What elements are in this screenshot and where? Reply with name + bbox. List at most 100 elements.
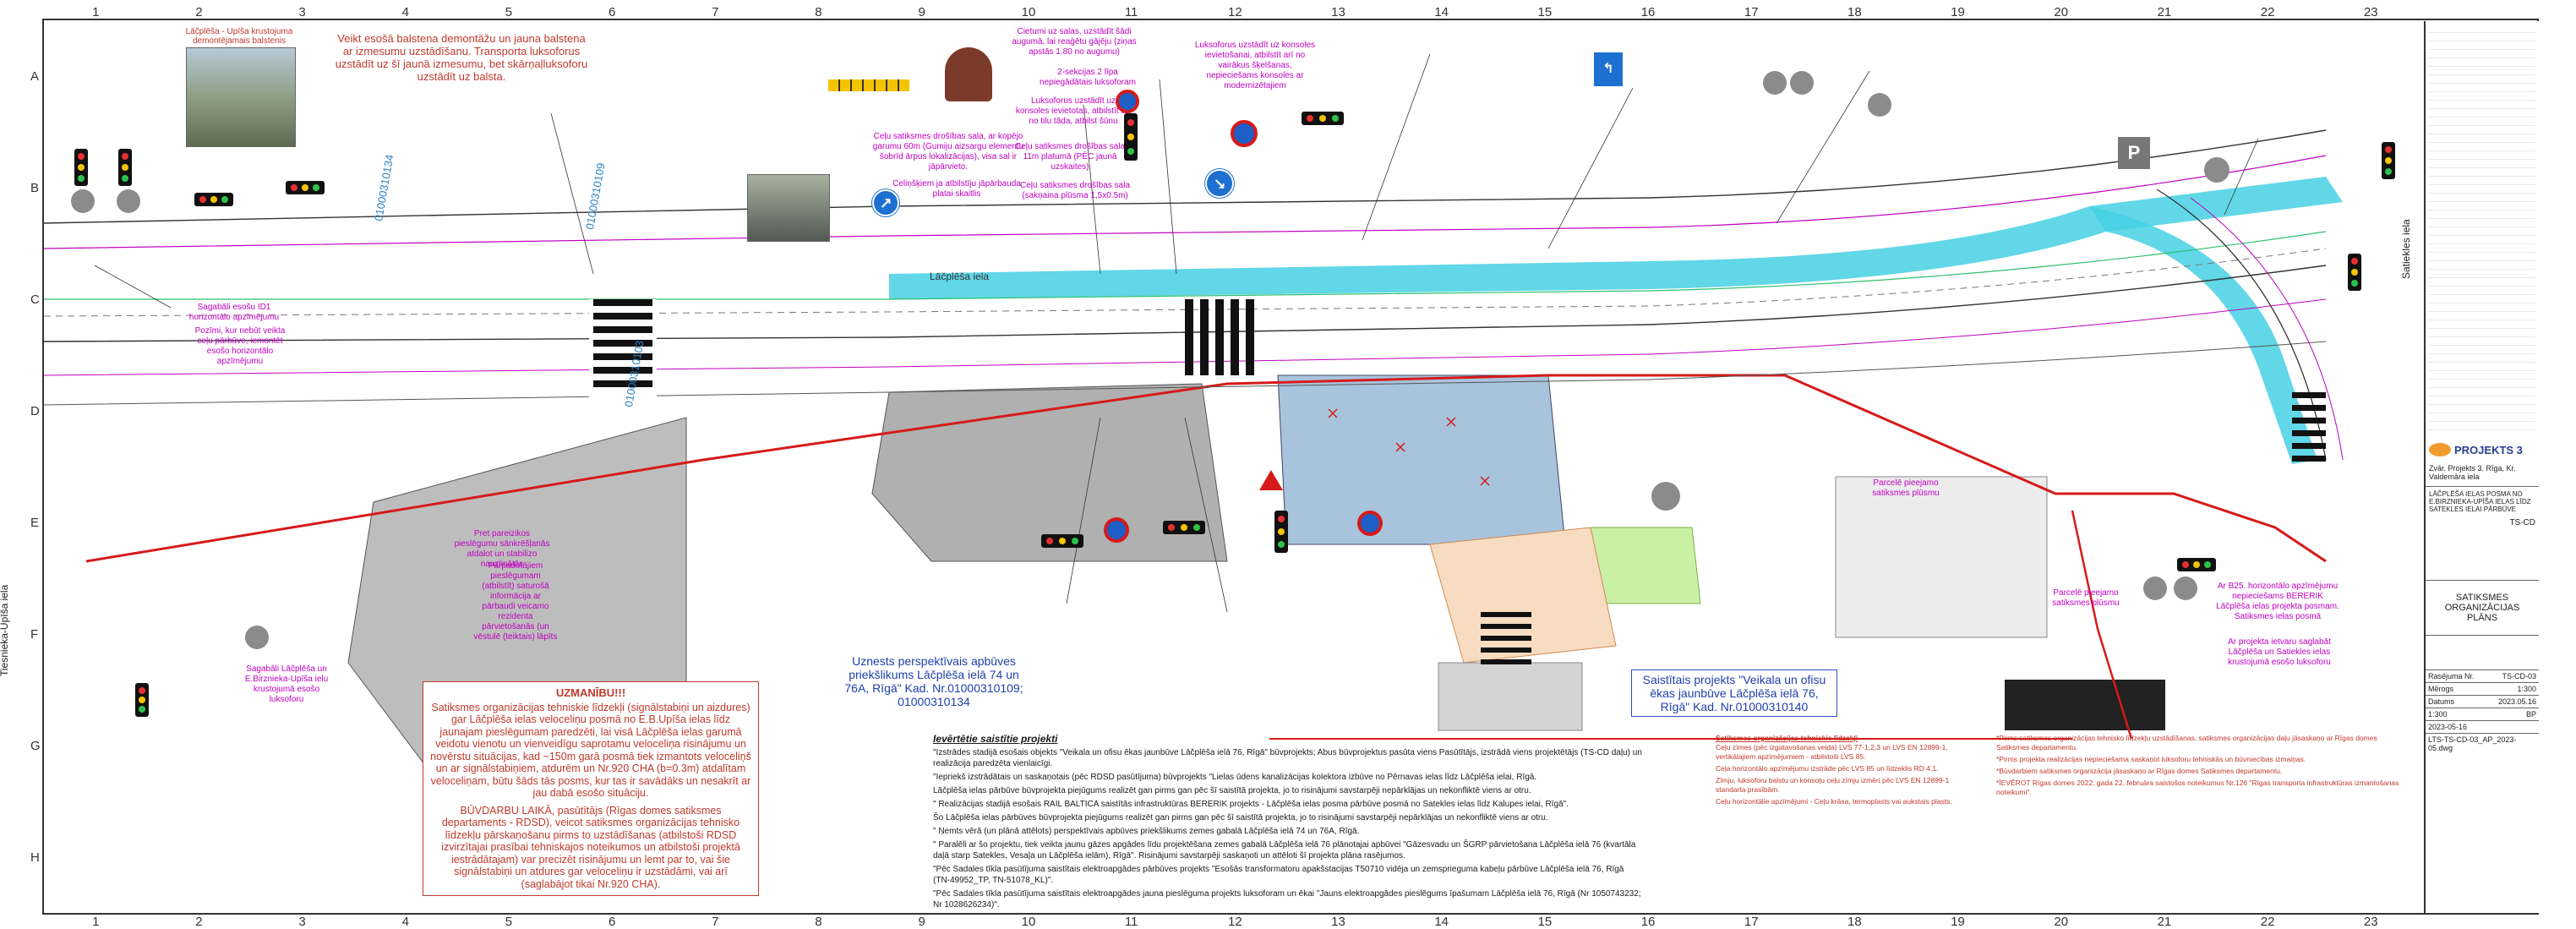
column-label: 4 xyxy=(401,5,409,19)
row-label: H xyxy=(30,850,40,865)
warning-heading: UZMANĪBU!!! xyxy=(555,686,626,699)
road-edge-4 xyxy=(44,265,2327,342)
pole-marker-icon xyxy=(117,189,140,213)
direction-sign-icon: ↗ xyxy=(872,189,899,216)
column-label: 15 xyxy=(1537,915,1553,929)
peds-note-1: Pret pareizikos pieslēgumu sānkrēšļanās … xyxy=(454,529,550,569)
project-box: Saistītais projekts "Veikala un ofisu ēk… xyxy=(1631,669,1837,717)
column-label: 3 xyxy=(298,915,306,929)
traffic-light-icon xyxy=(2177,558,2216,571)
street-left: Tiesnieka-Upīša iela xyxy=(0,584,10,676)
column-label: 13 xyxy=(1331,915,1345,929)
pole-marker-icon xyxy=(1763,71,1787,95)
yield-sign-icon xyxy=(1259,470,1283,490)
property-boundary-2 xyxy=(2071,510,2133,740)
road-edge-6 xyxy=(44,341,2327,406)
perspective-box: Uznests perspektīvais apbūves priekšliku… xyxy=(844,654,1023,708)
callout-3: 2-sekcijas 2 līpa nepiegādātais luksofor… xyxy=(1040,68,1136,87)
curb-right-2 xyxy=(2190,197,2344,461)
column-label: 18 xyxy=(1847,5,1862,19)
row-label: B xyxy=(30,181,40,195)
callout-4: Luksoforus uzstādīt uz konsoles ievietot… xyxy=(1015,96,1132,126)
cyan-lane xyxy=(889,177,2343,299)
title-block-value: TS-CD-03 xyxy=(2502,672,2536,680)
row-label: A xyxy=(30,69,40,84)
row-label: E xyxy=(30,516,40,530)
warning-box: UZMANĪBU!!! Satiksmes organizācijas tehn… xyxy=(423,681,759,896)
org-items-list: Ceļu zīmes (pēc izgatavošanas veida) LVS… xyxy=(1716,743,1978,806)
road-edge-5 xyxy=(44,298,2327,376)
logo-mark-icon xyxy=(2429,443,2451,456)
column-label: 16 xyxy=(1640,915,1656,929)
file-row: LTS-TS-CD-03_AP_2023-05.dwg xyxy=(2426,733,2539,754)
traffic-light-icon xyxy=(1163,521,1205,534)
related-note-item: " Realizācijas stadijā esošais RAIL BALT… xyxy=(933,800,1569,809)
right-note-4: Ar projekta ietvaru saglabāt Lāčplēša un… xyxy=(2228,637,2331,667)
right-items-list: *Pirms satiksmes organizācijas tehnisko … xyxy=(1996,734,2410,797)
related-note-item: "Iepriekš izstrādātais un saskaņotais (p… xyxy=(933,773,1537,782)
project-title: LĀČPLĒŠA IELAS POSMA NO E.BIRZNIEKA-UPĪŠ… xyxy=(2426,486,2539,516)
pole-marker-icon xyxy=(1868,93,1891,117)
traffic-light-icon xyxy=(194,193,233,206)
column-label: 20 xyxy=(2054,915,2069,929)
right-note-item: *Būvdarbiem satiksmes organizācija jāsas… xyxy=(1996,767,2283,775)
traffic-light-icon xyxy=(118,149,132,186)
black-building xyxy=(2005,680,2165,730)
org-notes: Satiksmes organizācijas tehniskie līdzek… xyxy=(1716,734,1978,809)
column-label: 22 xyxy=(2260,5,2275,19)
related-note-item: "Pēc Sadales tīkla pasūtījuma saistītais… xyxy=(933,865,1624,885)
road-edge-1 xyxy=(44,129,2327,224)
column-label: 8 xyxy=(815,915,822,929)
column-label: 12 xyxy=(1228,915,1242,929)
column-label: 19 xyxy=(1951,915,1965,929)
pole-marker-icon xyxy=(1790,71,1814,95)
drawing-title: SATIKSMES ORGANIZĀCIJAS PLĀNS xyxy=(2426,580,2539,636)
related-note-item: "Izstrādes stadijā esošais objekts "Veik… xyxy=(933,748,1642,768)
column-label: 21 xyxy=(2157,915,2172,929)
balsteni-note: Veikt esošā balstena demontāžu un jauna … xyxy=(335,32,588,83)
pole-marker-icon xyxy=(245,626,269,649)
company-name: PROJEKTS 3 xyxy=(2454,443,2523,456)
org-note-item: Zīmju, luksoforu balstu un konsoļu ceļu … xyxy=(1716,776,1950,794)
bollard-icon xyxy=(945,47,992,101)
title-block-value: 1:300 xyxy=(2517,685,2536,693)
pole-marker-icon xyxy=(2143,577,2167,600)
callout-6: Celiņšķiem ja atbilstīju jāpārbauda plat… xyxy=(892,179,1021,199)
no-stopping-sign-icon xyxy=(1116,90,1139,113)
column-label: 1 xyxy=(92,5,100,19)
traffic-light-icon xyxy=(286,181,325,194)
traffic-light-icon xyxy=(2348,254,2361,291)
column-label: 20 xyxy=(2054,5,2069,19)
column-label: 15 xyxy=(1537,5,1553,19)
column-label: 23 xyxy=(2363,915,2378,929)
title-block-label: Rasējuma Nr. xyxy=(2428,672,2475,680)
column-label: 6 xyxy=(608,5,616,19)
right-note-item: *Pirms projekta realizācijas nepieciešam… xyxy=(1996,755,2306,763)
title-block-label: Datums xyxy=(2428,697,2455,706)
right-notes: *Pirms satiksmes organizācijas tehnisko … xyxy=(1996,734,2410,800)
column-label: 9 xyxy=(918,915,925,929)
column-label: 16 xyxy=(1640,5,1656,19)
row-label: C xyxy=(30,292,40,307)
warning-paragraph-1: Satiksmes organizācijas tehniskie līdzek… xyxy=(430,701,751,800)
title-block: PROJEKTS 3 Zvār. Projekts 3. Rīga, Kr. V… xyxy=(2424,21,2539,913)
date-row: 2023-05-16 xyxy=(2426,720,2539,733)
right-note-item: *ĪEVĒROT Rīgas domes 2022. gada 22. febr… xyxy=(1996,779,2399,796)
leader-lines xyxy=(94,53,2259,613)
pole-marker-icon xyxy=(1651,482,1680,511)
filename: LTS-TS-CD-03_AP_2023-05.dwg xyxy=(2428,735,2517,752)
warning-paragraph-2: BŪVDARBU LAIKĀ, pasūtītājs (Rīgas domes … xyxy=(441,804,740,890)
column-label: 2 xyxy=(195,5,203,19)
column-label: 11 xyxy=(1124,915,1138,929)
related-note-item: " Ņemts vērā (un plānā attēlots) perspek… xyxy=(933,827,1360,836)
centerline xyxy=(44,248,2327,317)
left-note-traffic-cam: Sagabāli esošu ID1 horizontālo apzīmējum… xyxy=(188,303,280,322)
org-note-item: Ceļu horizontālie apzīmējumi - Ceļu krās… xyxy=(1716,797,1952,806)
no-stopping-sign-icon xyxy=(1104,517,1129,543)
callout-2: Luksoforus uzstādīt uz konsoles ievietoš… xyxy=(1194,41,1316,90)
zebra-crossing-2 xyxy=(1185,299,1254,375)
lane-sign-icon: ↰ xyxy=(1594,52,1623,86)
traffic-light-icon xyxy=(1041,534,1083,548)
